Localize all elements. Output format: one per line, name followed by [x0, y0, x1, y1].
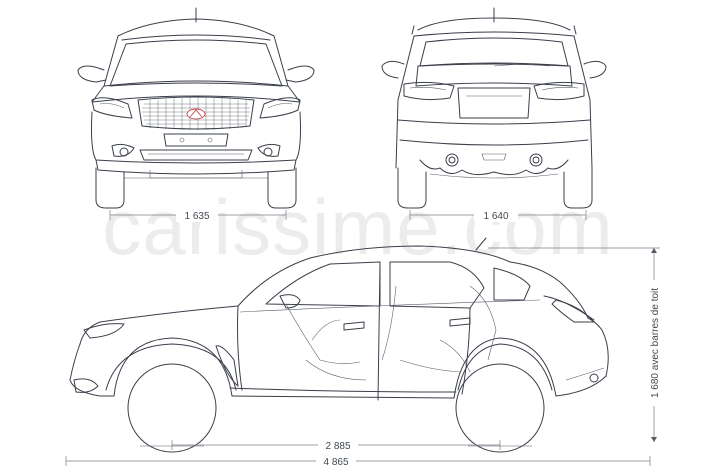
front-track-label: 1 635: [184, 211, 209, 222]
height-label: 1 680 avec barres de toit: [650, 288, 661, 398]
wheelbase-label: 2 885: [325, 441, 350, 452]
side-view: [69, 237, 609, 453]
rear-track-label: 1 640: [483, 211, 508, 222]
length-label: 4 865: [323, 457, 348, 468]
front-view: [77, 7, 315, 209]
watermark: carissime.com: [102, 183, 613, 271]
front-track-dimension: 1 635: [109, 208, 287, 222]
wheelbase-dimension: 2 885: [171, 438, 501, 452]
rear-view: [381, 7, 607, 209]
height-dimension: 1 680 avec barres de toit: [488, 247, 661, 442]
length-dimension: 4 865: [65, 454, 651, 468]
rear-track-dimension: 1 640: [409, 208, 587, 222]
